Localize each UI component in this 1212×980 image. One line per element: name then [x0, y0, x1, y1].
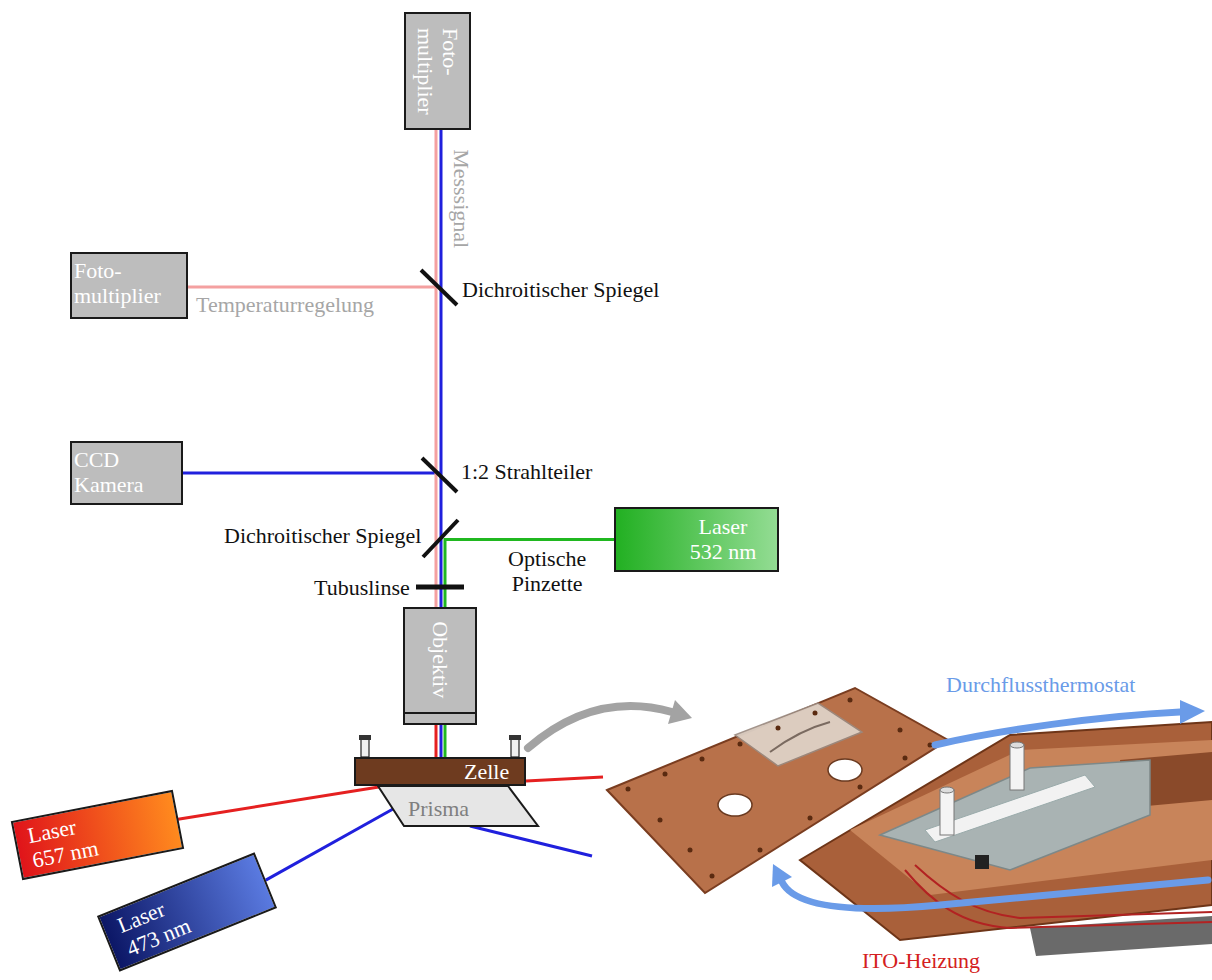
node-text: Laser 473 nm — [114, 885, 207, 962]
cell-port — [361, 739, 369, 757]
lid-hole — [828, 759, 862, 781]
prism-outline — [378, 786, 538, 826]
camera-box: CCD Kamera — [70, 441, 183, 505]
temperature-beam — [188, 286, 437, 289]
lens-label: Tubuslinse — [314, 575, 410, 600]
red-exit-beam — [526, 777, 603, 781]
flow-arrow — [935, 712, 1180, 745]
tube-connector — [940, 787, 954, 793]
copper-lid — [607, 688, 948, 893]
camera-beam — [183, 472, 441, 475]
beamsplitter-label: 1:2 Strahlteiler — [461, 459, 592, 484]
light-beam — [178, 786, 385, 819]
thermostat-label: Durchflussthermostat — [946, 672, 1135, 697]
lid-screws — [626, 698, 933, 879]
node-text: Laser 532 nm — [683, 514, 763, 565]
light-beam — [435, 725, 438, 757]
cell-port — [359, 735, 371, 740]
zoom-arrow — [528, 706, 672, 748]
laser-box: Laser 657 nm — [10, 790, 183, 880]
tube-connector — [1010, 742, 1024, 748]
node-text: Foto- multiplier — [412, 28, 463, 115]
dichroic-mirror — [423, 520, 458, 557]
flow-arrowhead — [1180, 700, 1205, 724]
laser-box: Laser 532 nm — [614, 507, 779, 572]
sample-cell: Zelle — [354, 757, 526, 786]
heater-label: ITO-Heizung — [862, 948, 980, 973]
blue-exit-beam — [470, 826, 592, 856]
tube-connector — [1010, 745, 1024, 790]
fluorescence-beam — [440, 725, 443, 757]
light-beam — [266, 809, 393, 880]
dichroic-mirror — [421, 270, 457, 305]
zoom-arrowhead — [668, 700, 692, 724]
tweezer-beam — [444, 725, 447, 757]
light-beam — [435, 130, 438, 607]
heater-wire — [905, 870, 1212, 928]
photomultiplier-box: Foto- multiplier — [404, 12, 471, 130]
cell-port — [511, 739, 519, 757]
beam-splitter — [422, 458, 457, 492]
lid-hole — [718, 794, 752, 816]
lid-window — [735, 703, 862, 766]
light-beam — [445, 540, 614, 608]
node-text: CCD Kamera — [74, 447, 144, 498]
node-text: Laser 657 nm — [25, 808, 113, 873]
window-reflection — [770, 722, 830, 752]
static-beams — [183, 130, 603, 856]
cell-port — [509, 735, 521, 740]
mirror-label: Dichroitischer Spiegel — [224, 523, 421, 548]
tube-lens — [416, 585, 464, 590]
objective-box: Objektiv — [403, 607, 477, 725]
signal-label: Temperaturregelung — [196, 292, 374, 317]
flow-arrowhead — [772, 864, 792, 887]
laser-box: Laser 473 nm — [97, 852, 277, 971]
cell-photo — [607, 688, 1212, 956]
node-text: Zelle — [464, 760, 509, 783]
node-text: Prisma — [408, 796, 469, 821]
photomultiplier-box: Foto- multiplier — [70, 252, 188, 319]
flow-arrow — [782, 880, 1208, 908]
tube-connector — [940, 790, 954, 835]
beam-label: Optische Pinzette — [508, 546, 586, 597]
signal-label: Messsignal — [448, 149, 473, 248]
prism: Prisma — [378, 786, 538, 826]
mirror-label: Dichroitischer Spiegel — [462, 277, 659, 302]
clamp — [975, 855, 989, 869]
node-text: Foto- multiplier — [74, 258, 161, 309]
node-text: Objektiv — [427, 621, 452, 698]
